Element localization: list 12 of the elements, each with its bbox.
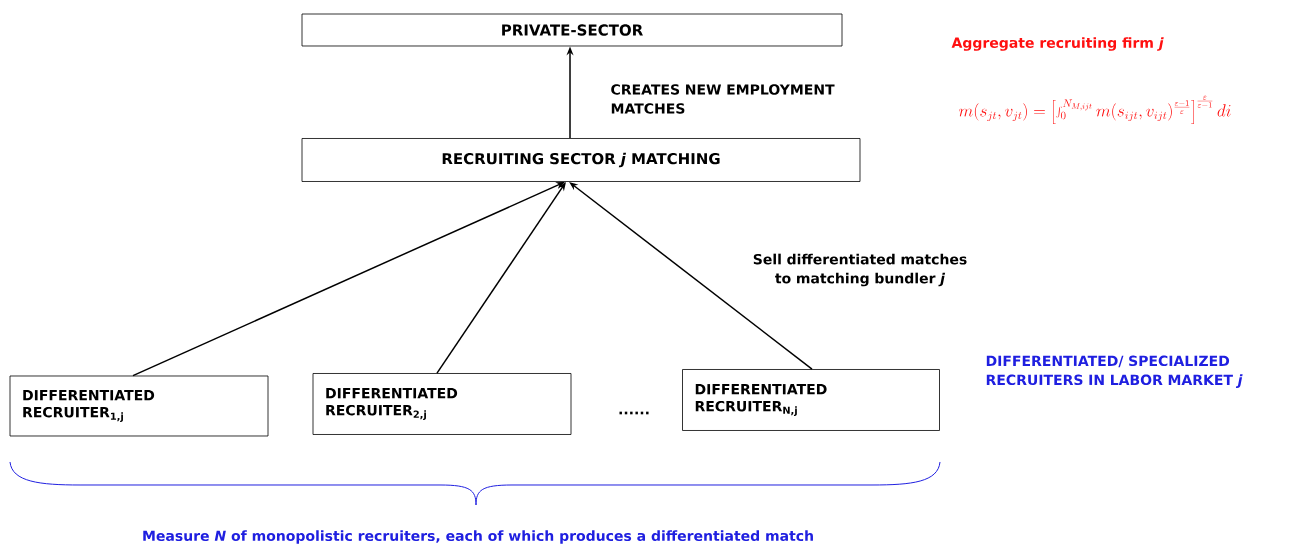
side-note: DIFFERENTIATED/ SPECIALIZED RECRUITERS IN LABOR MARKET j — [986, 355, 1243, 388]
formula: $m(s_{jt},v_{jt})=\left[\int_0^{N_{M,ijt}} m(s_{ijt},v_{ijt})^{\frac{\varepsilon-1}{\varepsilon}}\right]^{\frac{\varepsilon}{\varepsilon-1}} di$ — [959, 95, 1231, 124]
process-box: DIFFERENTIATED RECRUITER$_{2,j}$ — [312, 373, 572, 435]
note-heading: Aggregate recruiting firm j — [951, 37, 1164, 51]
caption-note: Measure N of monopolistic recruiters, each of which produces a differentiated match — [143, 530, 813, 544]
process-box: RECRUITING SECTOR j MATCHING — [301, 138, 861, 182]
process-box: DIFFERENTIATED RECRUITER$_{N,j}$ — [682, 369, 940, 431]
dots: ...... — [619, 411, 649, 415]
edge-label: CREATES NEW EMPLOYMENT MATCHES — [611, 84, 835, 114]
process-box: PRIVATE-SECTOR — [301, 13, 843, 47]
process-box: DIFFERENTIATED RECRUITER$_{1,j}$ — [9, 375, 269, 437]
edge-label: Sell differentiated matches to matching bundler j — [753, 253, 967, 287]
